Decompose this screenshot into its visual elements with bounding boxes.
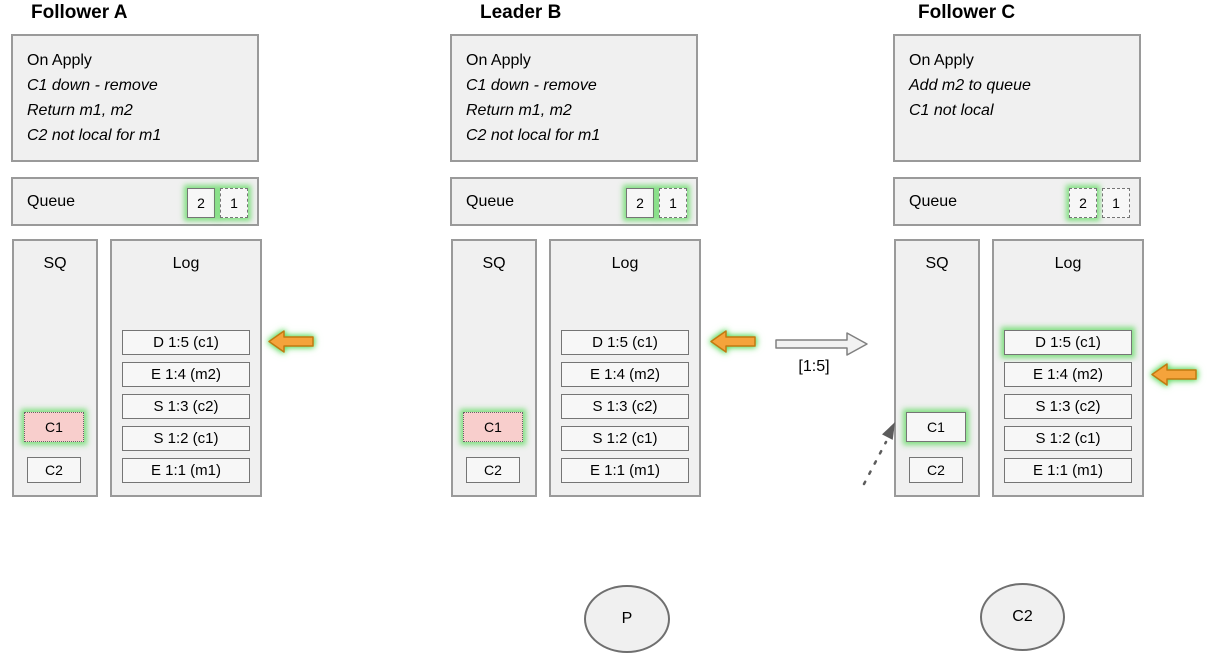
replication-range-label: [1:5] (798, 358, 830, 375)
apply-line: Return m1, m2 (27, 102, 133, 119)
queue-item-2: 2 (1069, 188, 1097, 218)
on-apply-box: On Apply C1 down - remove Return m1, m2 … (11, 34, 259, 162)
apply-line: On Apply (27, 52, 92, 69)
log-entry: E 1:1 (m1) (561, 458, 689, 483)
apply-pointer-arrow-a (268, 330, 314, 353)
log-entry: S 1:3 (c2) (1004, 394, 1132, 419)
sq-item-c2: C2 (466, 457, 520, 483)
apply-line: Return m1, m2 (466, 102, 572, 119)
log-entries: D 1:5 (c1) E 1:4 (m2) S 1:3 (c2) S 1:2 (… (1004, 330, 1132, 483)
apply-line: C1 down - remove (27, 77, 158, 94)
log-entry: S 1:3 (c2) (122, 394, 250, 419)
log-panel: Log D 1:5 (c1) E 1:4 (m2) S 1:3 (c2) S 1… (549, 239, 701, 497)
log-entry: S 1:2 (c1) (122, 426, 250, 451)
queue-box: Queue 2 1 (893, 177, 1141, 226)
log-panel: Log D 1:5 (c1) E 1:4 (m2) S 1:3 (c2) S 1… (992, 239, 1144, 497)
queue-item-2: 2 (187, 188, 215, 218)
queue-box: Queue 2 1 (11, 177, 259, 226)
log-entry: E 1:4 (m2) (561, 362, 689, 387)
sq-panel: SQ C1 C2 (451, 239, 537, 497)
queue-label: Queue (466, 193, 515, 210)
apply-line: On Apply (466, 52, 531, 69)
log-entries: D 1:5 (c1) E 1:4 (m2) S 1:3 (c2) S 1:2 (… (122, 330, 250, 483)
queue-item-1: 1 (1102, 188, 1130, 218)
sq-item-c1: C1 (463, 412, 523, 442)
apply-pointer-arrow-c (1151, 363, 1197, 386)
apply-pointer-arrow-b (710, 330, 756, 353)
apply-line: Add m2 to queue (909, 77, 1031, 94)
queue-label: Queue (27, 193, 76, 210)
queue-item-2: 2 (626, 188, 654, 218)
log-panel: Log D 1:5 (c1) E 1:4 (m2) S 1:3 (c2) S 1… (110, 239, 262, 497)
log-entry: E 1:1 (m1) (122, 458, 250, 483)
on-apply-box: On Apply Add m2 to queue C1 not local (893, 34, 1141, 162)
process-c2-label: C2 (1012, 608, 1033, 625)
sq-item-c1: C1 (24, 412, 84, 442)
log-entry: D 1:5 (c1) (122, 330, 250, 355)
node-title: Follower C (918, 2, 1016, 23)
log-entries: D 1:5 (c1) E 1:4 (m2) S 1:3 (c2) S 1:2 (… (561, 330, 689, 483)
replication-arrow (775, 332, 868, 356)
sq-label: SQ (43, 255, 67, 272)
log-entry: E 1:4 (m2) (122, 362, 250, 387)
log-label: Log (1054, 255, 1082, 272)
apply-line: C1 down - remove (466, 77, 597, 94)
on-apply-box: On Apply C1 down - remove Return m1, m2 … (450, 34, 698, 162)
sq-item-c2: C2 (27, 457, 81, 483)
log-entry: S 1:3 (c2) (561, 394, 689, 419)
node-follower-a: Follower A On Apply C1 down - remove Ret… (11, 0, 262, 500)
queue-box: Queue 2 1 (450, 177, 698, 226)
node-title: Leader B (480, 2, 562, 23)
queue-item-1: 1 (220, 188, 248, 218)
sq-panel: SQ C1 C2 (894, 239, 980, 497)
callback-dotted-arrow (862, 421, 896, 486)
log-label: Log (611, 255, 639, 272)
log-entry: E 1:4 (m2) (1004, 362, 1132, 387)
apply-line: On Apply (909, 52, 974, 69)
sq-item-c2: C2 (909, 457, 963, 483)
log-entry: S 1:2 (c1) (1004, 426, 1132, 451)
sq-panel: SQ C1 C2 (12, 239, 98, 497)
apply-line: C2 not local for m1 (466, 127, 601, 144)
log-entry: D 1:5 (c1) (561, 330, 689, 355)
log-entry: S 1:2 (c1) (561, 426, 689, 451)
node-leader-b: Leader B On Apply C1 down - remove Retur… (450, 0, 701, 500)
log-entry: E 1:1 (m1) (1004, 458, 1132, 483)
apply-line: C1 not local (909, 102, 994, 119)
process-p-label: P (621, 610, 633, 627)
log-entry: D 1:5 (c1) (1004, 330, 1132, 355)
queue-item-1: 1 (659, 188, 687, 218)
node-title: Follower A (31, 2, 128, 23)
node-follower-c: Follower C On Apply Add m2 to queue C1 n… (893, 0, 1144, 500)
sq-item-c1: C1 (906, 412, 966, 442)
apply-line: C2 not local for m1 (27, 127, 162, 144)
sq-label: SQ (482, 255, 506, 272)
sq-label: SQ (925, 255, 949, 272)
queue-label: Queue (909, 193, 958, 210)
log-label: Log (172, 255, 200, 272)
process-p-ellipse: P (584, 585, 670, 653)
process-c2-ellipse: C2 (980, 583, 1065, 651)
